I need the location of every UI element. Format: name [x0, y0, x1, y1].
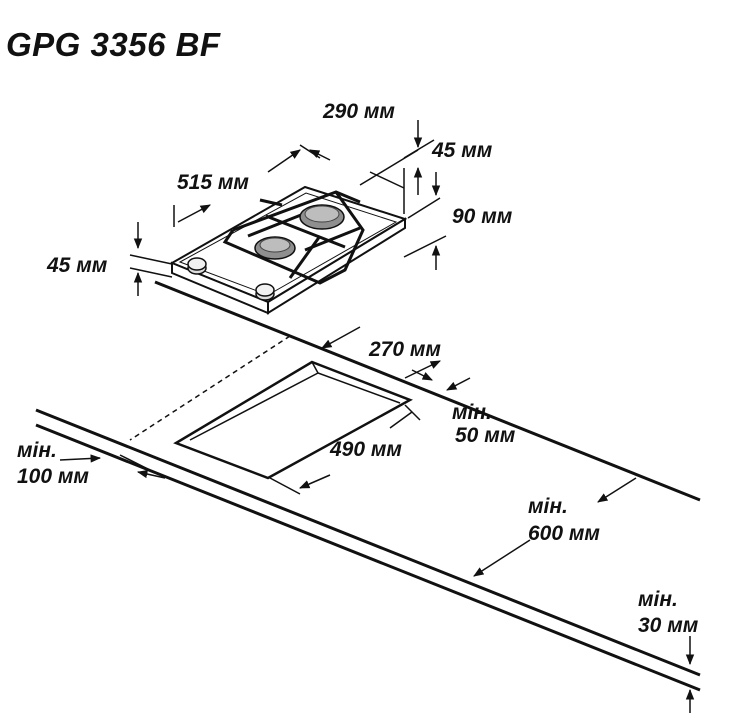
control-knob-right [255, 283, 275, 301]
control-knob-left [187, 257, 207, 275]
hob-inner-edge [178, 192, 398, 296]
label-min-side-2: 100 мм [17, 465, 89, 488]
model-title: GPG 3356 BF [6, 26, 221, 63]
dimension-labels: 290 мм 515 мм 45 мм 90 мм 45 мм 270 мм м… [17, 100, 699, 637]
label-min-back-2: 50 мм [455, 424, 516, 447]
hob-right-side [267, 217, 406, 315]
label-front-height: 45 мм [46, 254, 108, 277]
label-min-wall-2: 600 мм [528, 522, 600, 545]
worktop-back-edge [154, 280, 701, 502]
label-height-90: 90 мм [452, 205, 513, 228]
hob-outline-dashed-left [129, 335, 291, 441]
label-hob-depth: 290 мм [322, 100, 395, 123]
label-min-worktop-1: мін. [638, 588, 678, 611]
burner-front [254, 236, 296, 260]
dimension-lines [59, 120, 695, 713]
worktop [35, 280, 701, 692]
cutout-inner-left [189, 372, 319, 441]
label-cutout-depth: 270 мм [368, 338, 441, 361]
label-min-worktop-2: 30 мм [638, 614, 699, 637]
label-min-wall-1: мін. [528, 495, 568, 518]
cutout-outer [173, 360, 413, 480]
label-min-side-1: мін. [17, 439, 57, 462]
label-min-back-1: мін. [452, 401, 492, 424]
label-hob-width: 515 мм [177, 171, 249, 194]
cutout [173, 360, 413, 480]
label-cutout-width: 490 мм [329, 438, 402, 461]
worktop-bottom-edge [35, 423, 701, 692]
burner-rear [299, 204, 345, 230]
label-rear-height: 45 мм [431, 139, 493, 162]
worktop-front-edge [35, 408, 701, 677]
pan-support-grate [222, 190, 365, 285]
hob [169, 185, 408, 315]
